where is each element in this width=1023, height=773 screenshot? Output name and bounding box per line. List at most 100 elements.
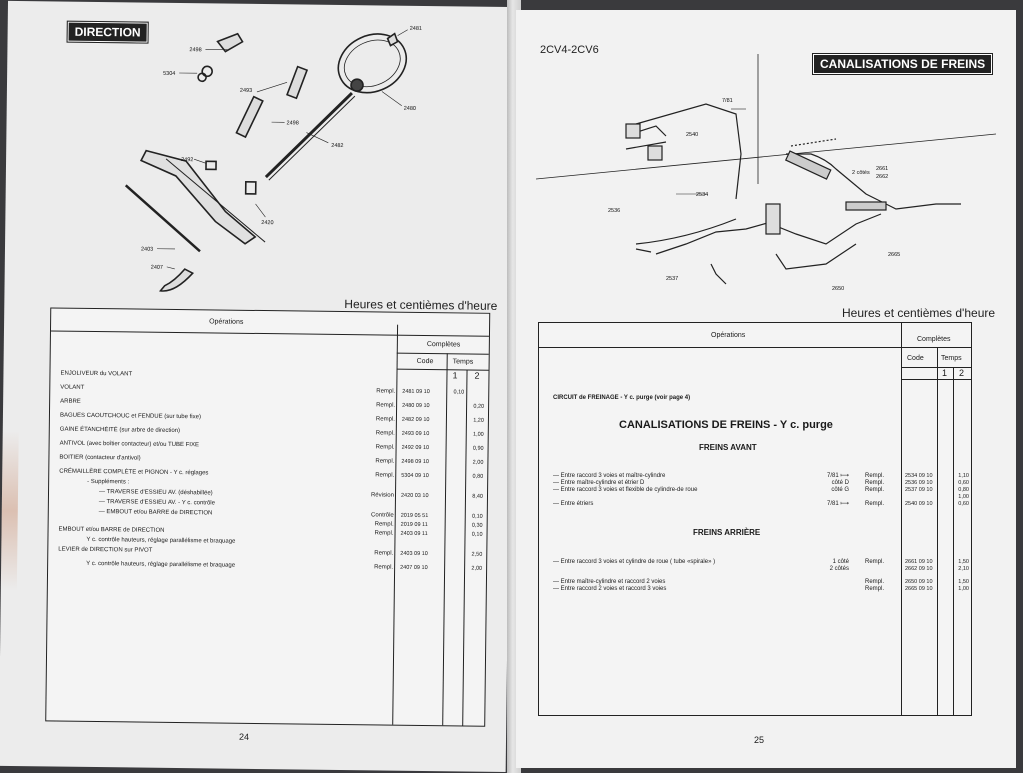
label-2407: 2407 [151, 265, 163, 271]
label-2650: 2650 [832, 286, 844, 292]
time-2-cell: 1,10 [958, 473, 969, 479]
rear-heading: FREINS ARRIÈRE [693, 528, 761, 537]
code-cell: 2534 09 10 [905, 473, 933, 479]
header-temps-2: 2 [474, 370, 480, 381]
operations-table-right: Opérations Complètes Code Temps 1 2 CIRC… [538, 322, 972, 716]
header-temps-1: 1 [452, 370, 458, 381]
action-text: Rempl. [865, 487, 885, 493]
time-2-cell: 0,80 [472, 473, 484, 480]
time-2-cell: 1,50 [958, 579, 969, 585]
code-cell: 2650 09 10 [905, 579, 933, 585]
time-2-cell: 1,00 [472, 431, 484, 438]
action-text: Rempl. [374, 521, 394, 528]
op-text: ENJOLIVEUR du VOLANT [60, 370, 133, 378]
note-text: 7/81 ⟼ [827, 501, 849, 507]
label-2661: 2661 [876, 166, 888, 172]
header-temps-right-1: 1 [942, 368, 948, 378]
action-text: Contrôle [371, 512, 394, 519]
label-2498a: 2498 [189, 47, 201, 53]
label-2540: 2540 [686, 132, 698, 138]
code-cell: 2482 09 10 [401, 416, 430, 424]
time-2-cell: 2,50 [471, 551, 483, 558]
operations-table-left: Opérations Complètes Code Temps 1 2 ENJO… [45, 307, 491, 727]
header-completes-right: Complètes [917, 336, 951, 343]
op-text: — Entre raccord 3 voies et flexible de c… [553, 487, 698, 493]
code-cell: 2019 05 51 [400, 512, 429, 520]
time-2-cell: 0,60 [958, 480, 969, 486]
brake-lines-diagram: 7/81 2540 2534 2536 2537 2650 2661 2662 … [536, 54, 996, 292]
time-2-cell: 1,20 [473, 417, 484, 424]
op-text: CRÉMAILLÈRE COMPLÈTE et PIGNON - Y c. ré… [59, 468, 209, 477]
time-2-cell: 2,00 [472, 459, 484, 466]
action-text: Rempl. [376, 402, 396, 409]
time-2-cell: 1,00 [958, 494, 969, 500]
action-text: Rempl. [374, 530, 394, 537]
action-text: Rempl. [376, 388, 396, 395]
action-text: Rempl. [865, 559, 885, 565]
code-cell: 2480 09 10 [402, 402, 430, 410]
model-label: 2CV4-2CV6 [540, 44, 599, 56]
code-cell: 2665 09 10 [905, 586, 933, 592]
code-cell: 2492 09 10 [401, 444, 430, 452]
label-2536: 2536 [608, 208, 620, 214]
op-text: EMBOUT et/ou BARRE de DIRECTION [58, 526, 165, 534]
code-cell: 2403 09 11 [400, 530, 428, 538]
action-text: Rempl. [374, 564, 394, 571]
label-2492: 2492 [181, 157, 193, 163]
op-text: GAINE ÉTANCHÉITÉ (sur arbre de direction… [59, 426, 181, 435]
op-text: — EMBOUT et/ou BARRE de DIRECTION [98, 509, 213, 517]
op-text: — Entre maître-cylindre et étrier D [553, 480, 645, 486]
op-text: ARBRE [60, 398, 81, 405]
code-cell: 2481 09 10 [402, 388, 430, 396]
header-temps-right-2: 2 [959, 368, 965, 378]
code-cell: 2537 09 10 [905, 487, 933, 493]
code-cell: 2493 09 10 [401, 430, 430, 438]
time-2-cell: 0,20 [473, 403, 485, 410]
action-text: Rempl. [865, 473, 885, 479]
time-2-cell: 0,10 [471, 513, 483, 520]
header-code-right: Code [907, 355, 924, 362]
time-2-cell: 0,60 [958, 501, 969, 507]
op-text: Y c. contrôle hauteurs, réglage parallél… [86, 560, 236, 569]
circuit-line: CIRCUIT de FREINAGE - Y c. purge (voir p… [553, 395, 691, 401]
label-2403: 2403 [141, 247, 153, 253]
right-page: 2CV4-2CV6 CANALISATIONS DE FREINS 7/81 2… [516, 10, 1016, 768]
action-text: Rempl. [375, 430, 395, 437]
time-2-cell: 0,10 [471, 531, 483, 538]
op-text: LEVIER de DIRECTION sur PIVOT [58, 546, 153, 554]
action-text: Rempl. [375, 458, 395, 465]
action-text: Rempl. [375, 472, 395, 479]
label-2482: 2482 [331, 143, 343, 149]
label-2498b: 2498 [287, 120, 299, 126]
op-text: — Entre étriers [553, 501, 594, 507]
front-heading: FREINS AVANT [699, 443, 757, 452]
code-cell: 2536 09 10 [905, 480, 933, 486]
steering-exploded-diagram: 2498 5304 2493 2498 2492 2403 2407 2481 … [124, 26, 422, 292]
label-2662: 2662 [876, 174, 888, 180]
label-2534: 2534 [696, 192, 708, 198]
time-2-cell: 0,90 [472, 445, 484, 452]
op-text: ANTIVOL (avec boîtier contacteur) et/ou … [59, 440, 200, 449]
code-cell: 5304 09 10 [401, 472, 429, 480]
op-text: VOLANT [60, 384, 85, 391]
action-text: Rempl. [865, 501, 885, 507]
label-2420: 2420 [261, 220, 273, 226]
time-2-cell: 0,80 [958, 487, 969, 493]
time-2-cell: 0,30 [471, 522, 483, 529]
op-text: Y c. contrôle hauteurs, réglage parallél… [86, 536, 236, 545]
code-cell: 2661 09 10 [905, 559, 933, 565]
note-text: 7/81 ⟼ [827, 473, 849, 479]
action-text: Rempl. [375, 416, 395, 423]
label-7-81: 7/81 [722, 98, 733, 104]
note-text: 2 côtés [829, 566, 849, 572]
page-number-right: 25 [754, 735, 765, 745]
header-completes: Complètes [426, 341, 461, 349]
header-operations-right: Opérations [711, 332, 746, 339]
label-5304: 5304 [163, 71, 175, 77]
op-text: — TRAVERSE d'ESSIEU AV. (déshabillée) [98, 489, 213, 497]
label-2480: 2480 [404, 106, 416, 112]
action-text: Révision [370, 492, 395, 499]
code-cell: 2540 09 10 [905, 501, 933, 507]
time-2-cell: 8,40 [472, 493, 484, 500]
op-text: BAGUES CAOUTCHOUC et FENDUE (sur tube fi… [59, 412, 202, 421]
